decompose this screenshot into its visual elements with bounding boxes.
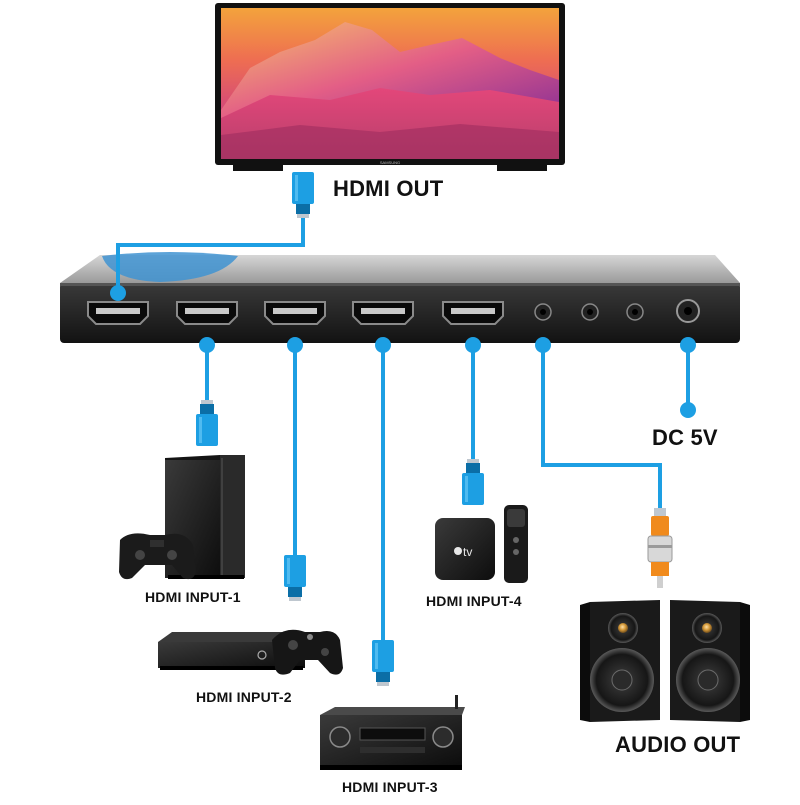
cable-dots [110,285,696,418]
dc-power-jack-icon [676,299,700,323]
apple-tv-icon: tv [435,518,495,580]
hdmi-input-3-label: HDMI INPUT-3 [342,779,438,795]
tv-icon: SAMSUNG [215,3,565,171]
speaker-icon [670,600,750,722]
gamepad-icon [119,533,196,580]
hdmi-input-port-1 [176,301,238,325]
audio-jack-icon [534,303,644,321]
tv-brand-text: SAMSUNG [380,160,400,165]
hdmi-input-port-3 [352,301,414,325]
rca-plug-icon [647,508,673,588]
hdmi-input-port-2 [264,301,326,325]
hdmi-output-port [87,301,149,325]
speaker-icon [580,600,660,722]
audio-out-label: AUDIO OUT [615,732,741,757]
gamepad-icon [272,629,343,675]
cables [116,215,690,650]
hdmi-input-4-label: HDMI INPUT-4 [426,593,522,609]
switch-box-icon [60,252,740,343]
hdmi-input-port-4 [442,301,504,325]
hdmi-input-2-label: HDMI INPUT-2 [196,689,292,705]
remote-icon [504,505,528,583]
hdmi-input-1-label: HDMI INPUT-1 [145,589,241,605]
av-receiver-icon [320,695,465,770]
hdmi-out-label: HDMI OUT [333,176,444,201]
apple-tv-text: tv [463,545,472,559]
dc-5v-label: DC 5V [652,425,718,450]
